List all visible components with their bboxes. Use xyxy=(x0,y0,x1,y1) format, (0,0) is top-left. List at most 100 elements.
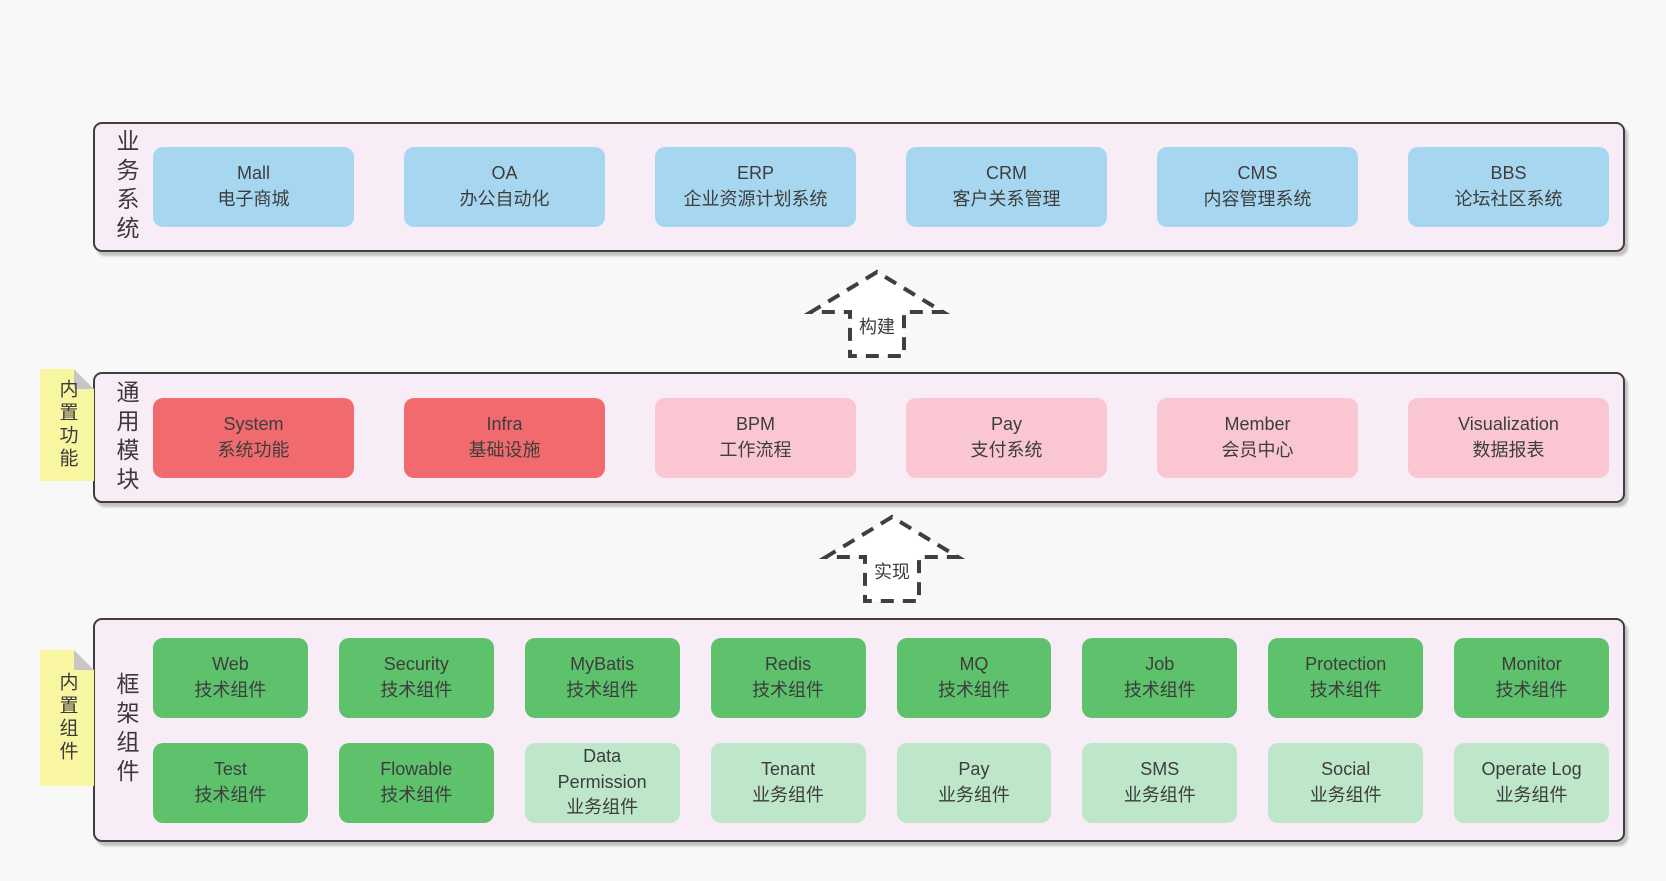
arrow-label: 构建 xyxy=(856,313,898,339)
module-box-bpm: BPM 工作流程 xyxy=(655,397,856,478)
sticky-note-text: 内置组件 xyxy=(56,672,78,764)
box-title: Job xyxy=(1145,653,1175,674)
box-title: Pay xyxy=(958,758,990,779)
box-subtitle: 会员中心 xyxy=(1221,439,1294,460)
box-title: Mall xyxy=(236,163,270,184)
module-box-oa: OA 办公自动化 xyxy=(404,147,605,227)
box-subtitle: 业务组件 xyxy=(1123,784,1196,805)
module-box-bbs: BBS 论坛社区系统 xyxy=(1408,147,1609,227)
box-title: Test xyxy=(213,758,247,779)
box-title: Pay xyxy=(990,413,1023,434)
module-box-tenant: Tenant 业务组件 xyxy=(710,742,866,823)
module-box-protection: Protection 技术组件 xyxy=(1268,637,1424,718)
box-subtitle: 办公自动化 xyxy=(459,189,550,209)
box-title: Visualization xyxy=(1458,413,1559,434)
build-arrow: 构建 xyxy=(803,268,951,360)
box-subtitle: 技术组件 xyxy=(937,679,1010,700)
layer-side-label: 通用模块 xyxy=(113,379,139,496)
module-box-pay: Pay 业务组件 xyxy=(896,742,1052,823)
module-box-social: Social 业务组件 xyxy=(1268,742,1424,823)
box-subtitle: 内容管理系统 xyxy=(1203,189,1312,209)
box-title: Redis xyxy=(765,653,812,674)
box-subtitle: 业务组件 xyxy=(1309,784,1382,805)
box-title: Data Permission xyxy=(557,746,647,792)
module-box-pay: Pay 支付系统 xyxy=(906,397,1107,478)
box-title: MyBatis xyxy=(570,653,635,674)
module-box-member: Member 会员中心 xyxy=(1157,397,1358,478)
sticky-note-built-in-features: 内置功能 xyxy=(40,369,94,481)
box-title: SMS xyxy=(1140,758,1180,779)
sticky-fold-icon xyxy=(74,650,94,670)
module-box-operate-log: Operate Log 业务组件 xyxy=(1454,742,1609,823)
box-subtitle: 技术组件 xyxy=(1495,679,1568,700)
box-subtitle: 技术组件 xyxy=(566,679,639,700)
box-subtitle: 技术组件 xyxy=(194,784,267,805)
layer-side-label: 框架组件 xyxy=(113,672,139,788)
box-subtitle: 客户关系管理 xyxy=(952,189,1061,209)
box-subtitle: 业务组件 xyxy=(566,797,639,818)
module-row: Mall 电子商城 OA 办公自动化 ERP 企业资源计划系统 CRM 客户关系管理 CMS 内容… xyxy=(153,147,1609,227)
module-box-monitor: Monitor 技术组件 xyxy=(1454,637,1609,718)
module-box-security: Security 技术组件 xyxy=(338,637,494,718)
module-rows: Mall 电子商城 OA 办公自动化 ERP 企业资源计划系统 CRM 客户关系管理 CMS 内容… xyxy=(143,124,1623,250)
box-subtitle: 电子商城 xyxy=(217,189,290,209)
layer-side-label: 业务系统 xyxy=(113,129,139,245)
box-subtitle: 基础设施 xyxy=(468,439,541,460)
box-subtitle: 技术组件 xyxy=(380,679,453,700)
box-title: Member xyxy=(1224,413,1291,434)
module-box-cms: CMS 内容管理系统 xyxy=(1157,147,1358,227)
box-subtitle: 系统功能 xyxy=(217,439,290,460)
box-subtitle: 技术组件 xyxy=(1309,679,1382,700)
box-subtitle: 论坛社区系统 xyxy=(1454,189,1563,209)
module-box-mybatis: MyBatis 技术组件 xyxy=(524,637,680,718)
box-title: Tenant xyxy=(761,758,816,779)
box-subtitle: 业务组件 xyxy=(937,784,1010,805)
box-title: CRM xyxy=(986,163,1027,184)
box-title: Monitor xyxy=(1501,653,1562,674)
arrow-label: 实现 xyxy=(871,558,913,584)
box-title: OA xyxy=(491,163,518,184)
box-subtitle: 工作流程 xyxy=(719,439,792,460)
box-title: Security xyxy=(383,653,449,674)
module-box-erp: ERP 企业资源计划系统 xyxy=(655,147,856,227)
box-subtitle: 业务组件 xyxy=(1495,784,1568,805)
box-title: Flowable xyxy=(380,758,453,779)
box-title: Infra xyxy=(486,413,523,434)
sticky-note-text: 内置功能 xyxy=(56,379,78,471)
box-title: CMS xyxy=(1237,163,1278,184)
box-subtitle: 技术组件 xyxy=(380,784,453,805)
sticky-note-built-in-components: 内置组件 xyxy=(40,650,94,786)
module-box-mall: Mall 电子商城 xyxy=(153,147,354,227)
box-title: Operate Log xyxy=(1481,758,1582,779)
box-subtitle: 支付系统 xyxy=(970,439,1043,460)
layer-business-systems: 业务系统 Mall 电子商城 OA 办公自动化 ERP 企业资源计划系统 CRM 客户关系管理… xyxy=(93,122,1625,252)
box-subtitle: 企业资源计划系统 xyxy=(683,189,828,209)
box-subtitle: 技术组件 xyxy=(1123,679,1196,700)
box-title: Protection xyxy=(1305,653,1387,674)
box-title: Web xyxy=(212,653,249,674)
module-box-flowable: Flowable 技术组件 xyxy=(338,742,494,823)
box-subtitle: 技术组件 xyxy=(752,679,825,700)
box-subtitle: 业务组件 xyxy=(752,784,825,805)
module-box-crm: CRM 客户关系管理 xyxy=(906,147,1107,227)
box-title: ERP xyxy=(736,163,774,184)
box-subtitle: 数据报表 xyxy=(1472,439,1545,460)
module-box-job: Job 技术组件 xyxy=(1082,637,1238,718)
box-title: BPM xyxy=(735,413,775,434)
module-box-visualization: Visualization 数据报表 xyxy=(1408,397,1609,478)
module-box-infra: Infra 基础设施 xyxy=(404,397,605,478)
module-box-data-permission: Data Permission 业务组件 xyxy=(524,742,680,823)
box-title: BBS xyxy=(1490,163,1527,184)
box-title: Social xyxy=(1321,758,1371,779)
module-box-redis: Redis 技术组件 xyxy=(710,637,866,718)
